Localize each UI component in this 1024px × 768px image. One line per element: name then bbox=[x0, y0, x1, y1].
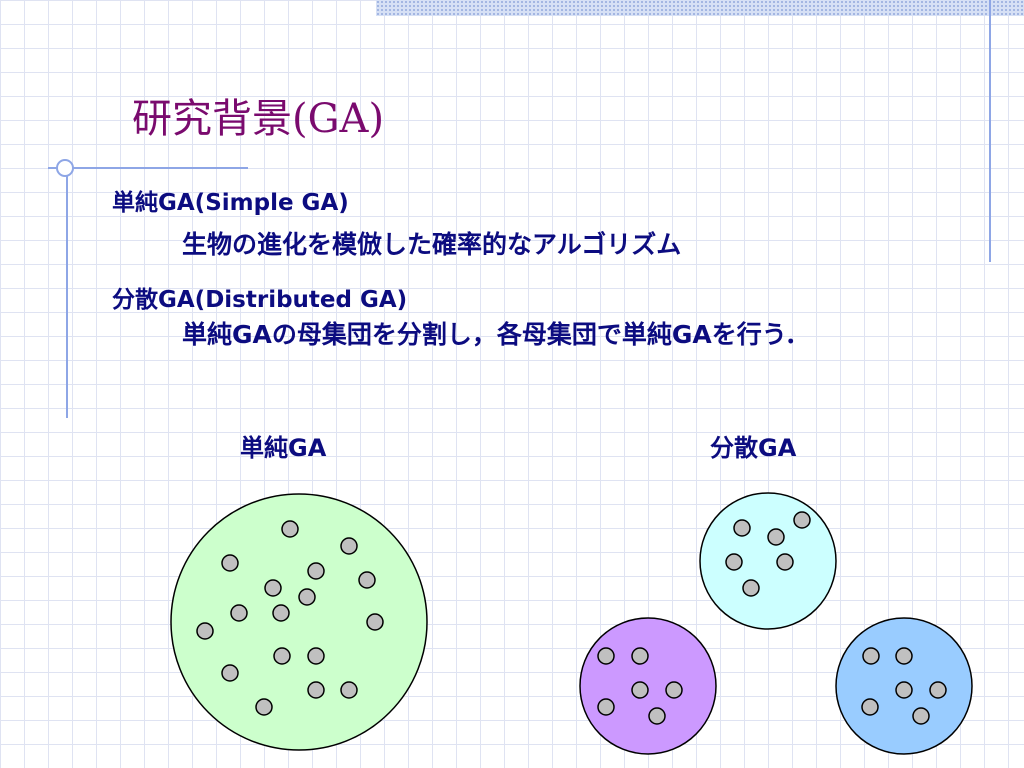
individual-dot bbox=[912, 707, 930, 725]
individual-dot bbox=[358, 571, 376, 589]
individual-dot bbox=[281, 520, 299, 538]
individual-dot bbox=[298, 588, 316, 606]
island-purple bbox=[579, 617, 717, 755]
individual-dot bbox=[767, 528, 785, 546]
individual-dot bbox=[631, 647, 649, 665]
rule-ring-ornament bbox=[56, 159, 74, 177]
individual-dot bbox=[862, 647, 880, 665]
individual-dot bbox=[307, 562, 325, 580]
individual-dot bbox=[597, 647, 615, 665]
slide-title: 研究背景(GA) bbox=[132, 96, 385, 142]
individual-dot bbox=[861, 698, 879, 716]
individual-dot bbox=[340, 681, 358, 699]
individual-dot bbox=[255, 698, 273, 716]
individual-dot bbox=[776, 553, 794, 571]
horizontal-rule bbox=[48, 167, 248, 169]
distributed-ga-figure-label: 分散GA bbox=[710, 434, 797, 462]
individual-dot bbox=[665, 681, 683, 699]
simple-ga-heading: 単純GA(Simple GA) bbox=[112, 190, 349, 216]
individual-dot bbox=[733, 519, 751, 537]
individual-dot bbox=[895, 647, 913, 665]
vertical-rule-right bbox=[989, 0, 991, 262]
individual-dot bbox=[196, 622, 214, 640]
simple-population bbox=[170, 493, 428, 751]
individual-dot bbox=[307, 681, 325, 699]
individual-dot bbox=[793, 511, 811, 529]
individual-dot bbox=[631, 681, 649, 699]
header-band bbox=[376, 0, 1024, 16]
individual-dot bbox=[273, 647, 291, 665]
individual-dot bbox=[340, 537, 358, 555]
simple-ga-description: 生物の進化を模倣した確率的なアルゴリズム bbox=[182, 230, 682, 259]
individual-dot bbox=[307, 647, 325, 665]
distributed-ga-description: 単純GAの母集団を分割し，各母集団で単純GAを行う． bbox=[182, 320, 810, 349]
individual-dot bbox=[742, 579, 760, 597]
individual-dot bbox=[221, 664, 239, 682]
vertical-rule-left bbox=[66, 168, 68, 418]
individual-dot bbox=[648, 707, 666, 725]
distributed-ga-heading: 分散GA(Distributed GA) bbox=[112, 287, 408, 313]
individual-dot bbox=[272, 604, 290, 622]
individual-dot bbox=[264, 579, 282, 597]
individual-dot bbox=[725, 553, 743, 571]
individual-dot bbox=[895, 681, 913, 699]
individual-dot bbox=[929, 681, 947, 699]
individual-dot bbox=[597, 698, 615, 716]
simple-ga-figure-label: 単純GA bbox=[240, 434, 327, 462]
individual-dot bbox=[366, 613, 384, 631]
individual-dot bbox=[230, 604, 248, 622]
island-cyan bbox=[699, 492, 837, 630]
individual-dot bbox=[221, 554, 239, 572]
